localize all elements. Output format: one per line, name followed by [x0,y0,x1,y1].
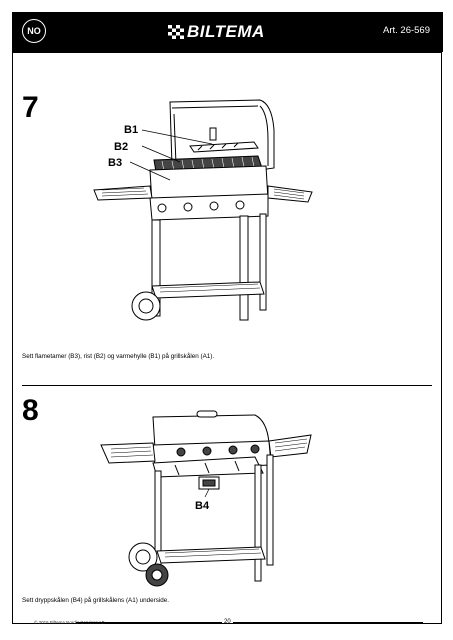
language-badge: NO [22,19,46,43]
footer-rule-left [76,622,222,623]
label-b1: B1 [124,124,138,136]
brand: BILTEMA [168,20,265,44]
article-number: Art. 26-569 [383,25,430,36]
step-7-caption: Sett flametamer (B3), rist (B2) og varme… [22,353,215,360]
label-b4: B4 [195,500,210,512]
header-bar [12,12,443,52]
label-b2: B2 [114,141,128,153]
step-7-illustration: B1 B2 B3 [93,99,313,321]
page-number: 20 [224,619,231,625]
copyright: © 2016 Biltema Nordic Services AB [34,620,105,625]
step-8-illustration: B4 [100,410,312,587]
step-number-8: 8 [22,394,39,427]
label-b3: B3 [108,157,122,169]
section-divider [22,385,432,386]
brand-name: BILTEMA [187,22,265,41]
content-frame [12,52,442,624]
footer-rule-right [233,622,423,623]
step-number-7: 7 [22,91,39,124]
checkered-flag-icon [168,25,184,39]
step-8-caption: Sett dryppskålen (B4) på grillskålens (A… [22,597,169,604]
